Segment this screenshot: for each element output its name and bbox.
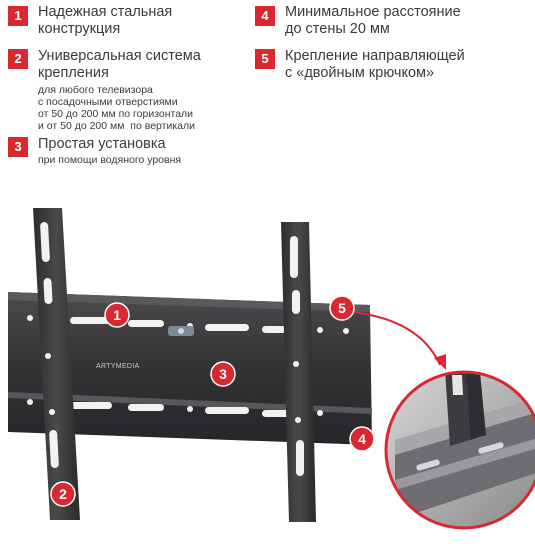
svg-text:3: 3 [219,366,227,382]
feature-2-desc: для любого телевизора с посадочными отве… [38,84,195,132]
callout-5: 5 [329,295,355,321]
feature-1-badge: 1 [8,6,28,26]
callout-2: 2 [50,481,76,507]
hook-detail-zoom [384,370,535,530]
svg-text:5: 5 [338,300,346,316]
right-vertical-arm [281,222,316,522]
callout-4: 4 [349,426,375,452]
arrow-head-icon [434,354,446,370]
svg-text:4: 4 [358,431,366,447]
callout-1: 1 [104,302,130,328]
callout-arrow [351,311,441,366]
wall-plate [8,292,372,445]
feature-3-desc: при помощи водяного уровня [38,154,182,166]
svg-text:1: 1 [113,307,121,323]
left-vertical-arm [33,208,80,520]
callout-3: 3 [210,361,236,387]
feature-5-title: Крепление направляющей с «двойным крючко… [285,48,465,81]
feature-2-title: Универсальная система крепления [38,48,201,81]
svg-text:2: 2 [59,486,67,502]
brand-logo: ARTYMEDIA [96,363,139,370]
feature-2-badge: 2 [8,49,28,69]
feature-1-title: Надежная стальная конструкция [38,4,173,37]
feature-4-title: Минимальное расстояние до стены 20 мм [285,4,461,37]
feature-3-title: Простая установка [38,136,166,152]
feature-3-badge: 3 [8,137,28,157]
feature-5-badge: 5 [255,49,275,69]
feature-4-badge: 4 [255,6,275,26]
